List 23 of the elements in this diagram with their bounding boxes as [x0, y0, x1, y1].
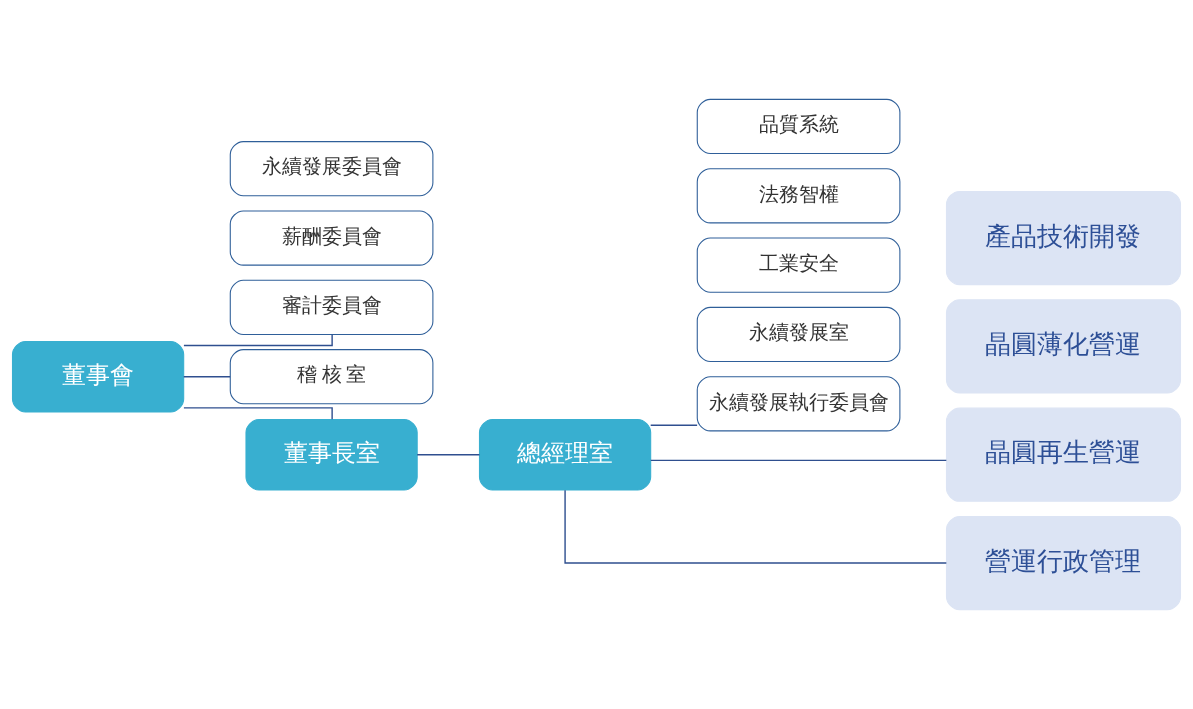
node-box: 總經理室	[478, 418, 652, 491]
node-box: 審計委員會	[229, 279, 434, 335]
node-box: 晶圓薄化營運	[945, 299, 1182, 394]
node-box: 永續發展執行委員會	[696, 376, 901, 432]
connector	[416, 454, 481, 456]
node-box: 永續發展委員會	[229, 141, 434, 197]
connector	[183, 334, 333, 347]
node-box: 稽 核 室	[229, 349, 434, 405]
node-box: 營運行政管理	[945, 515, 1182, 611]
node-box: 董事長室	[245, 418, 418, 491]
node-box: 品質系統	[696, 98, 901, 155]
connector	[183, 407, 333, 420]
node-box: 產品技術開發	[945, 190, 1182, 286]
connector	[564, 489, 948, 564]
node-box: 薪酬委員會	[229, 210, 434, 266]
node-box: 董事會	[11, 340, 185, 413]
node-box: 工業安全	[696, 237, 901, 293]
node-box: 法務智權	[696, 168, 901, 224]
connector	[650, 459, 947, 462]
node-box: 晶圓再生營運	[945, 407, 1182, 502]
node-box: 永續發展室	[696, 306, 901, 363]
connector	[183, 376, 231, 378]
connector	[650, 424, 698, 426]
